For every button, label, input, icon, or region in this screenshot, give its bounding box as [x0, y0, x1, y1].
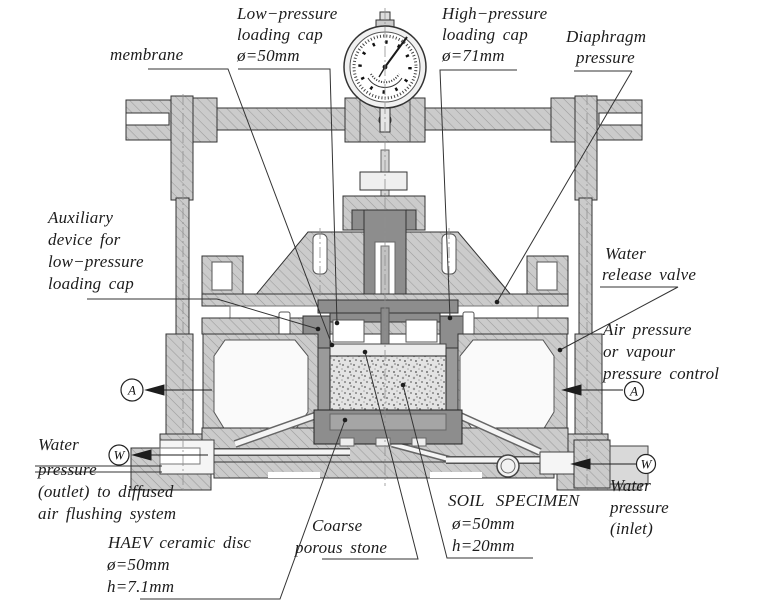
label-diaphragm-1: Diaphragm — [566, 27, 647, 46]
label-auxiliary-2: device for — [48, 230, 121, 249]
label-water-inlet-3: (inlet) — [610, 519, 653, 538]
water-w-left-letter: W — [114, 448, 126, 463]
right-post — [574, 95, 598, 201]
label-water-inlet-1: Water — [610, 476, 651, 495]
label-low-pressure-2: loading cap — [237, 25, 323, 44]
label-air-pressure-2: or vapour — [603, 342, 676, 361]
label-low-pressure-1: Low−pressure — [237, 4, 338, 23]
marker-circles: A W A W — [108, 378, 657, 475]
left-w-arrow — [131, 449, 152, 461]
label-haev-1: HAEV ceramic disc — [108, 533, 252, 552]
haev-ceramic-disc — [329, 413, 447, 431]
left-post — [170, 95, 194, 201]
right-a-arrow — [561, 384, 582, 396]
label-water-inlet-2: pressure — [610, 498, 669, 517]
section-markers — [131, 384, 636, 470]
label-haev-2: ø=50mm — [107, 555, 170, 574]
inlet-port — [539, 451, 575, 475]
label-water-outlet-3: (outlet) to diffused — [38, 482, 174, 501]
section-a-left-letter: A — [127, 383, 136, 398]
label-water-outlet-1: Water — [38, 435, 79, 454]
membrane-ring-left — [317, 347, 331, 413]
label-water-release-2: release valve — [602, 265, 697, 284]
soil-specimen — [329, 355, 447, 411]
section-a-right-letter: A — [629, 384, 638, 399]
valve-ball — [496, 454, 520, 478]
label-high-pressure-1: High−pressure — [442, 4, 548, 23]
label-air-pressure-1: Air pressure — [603, 320, 692, 339]
label-air-pressure-3: pressure control — [603, 364, 720, 383]
label-coarse-1: Coarse — [312, 516, 363, 535]
label-soil-1: SOIL SPECIMEN — [448, 491, 580, 510]
label-low-pressure-3: ø=50mm — [237, 46, 300, 65]
left-a-arrow — [144, 384, 165, 396]
label-coarse-2: porous stone — [295, 538, 388, 557]
stem-fitting — [359, 171, 408, 191]
label-auxiliary-3: low−pressure — [48, 252, 144, 271]
right-w-arrow — [570, 458, 591, 470]
label-membrane: membrane — [110, 45, 184, 64]
centerlines — [182, 8, 588, 492]
label-auxiliary-1: Auxiliary — [48, 208, 114, 227]
label-auxiliary-4: loading cap — [48, 274, 134, 293]
high-pressure-cap — [405, 319, 438, 343]
low-pressure-cap — [332, 319, 365, 343]
label-water-release-1: Water — [605, 244, 646, 263]
membrane-ring-right — [445, 347, 459, 413]
label-soil-2: ø=50mm — [452, 514, 515, 533]
coarse-porous-stone — [329, 343, 447, 357]
leader-lines — [35, 68, 679, 600]
water-w-right-letter: W — [641, 457, 653, 472]
label-soil-3: h=20mm — [452, 536, 515, 555]
label-diaphragm-2: pressure — [576, 48, 635, 67]
label-high-pressure-3: ø=71mm — [442, 46, 505, 65]
leader-dots — [315, 299, 563, 423]
label-haev-3: h=7.1mm — [107, 577, 175, 596]
label-high-pressure-2: loading cap — [442, 25, 528, 44]
label-water-outlet-4: air flushing system — [38, 504, 177, 523]
gauge-needle — [384, 36, 408, 68]
label-water-outlet-2: pressure — [38, 460, 97, 479]
